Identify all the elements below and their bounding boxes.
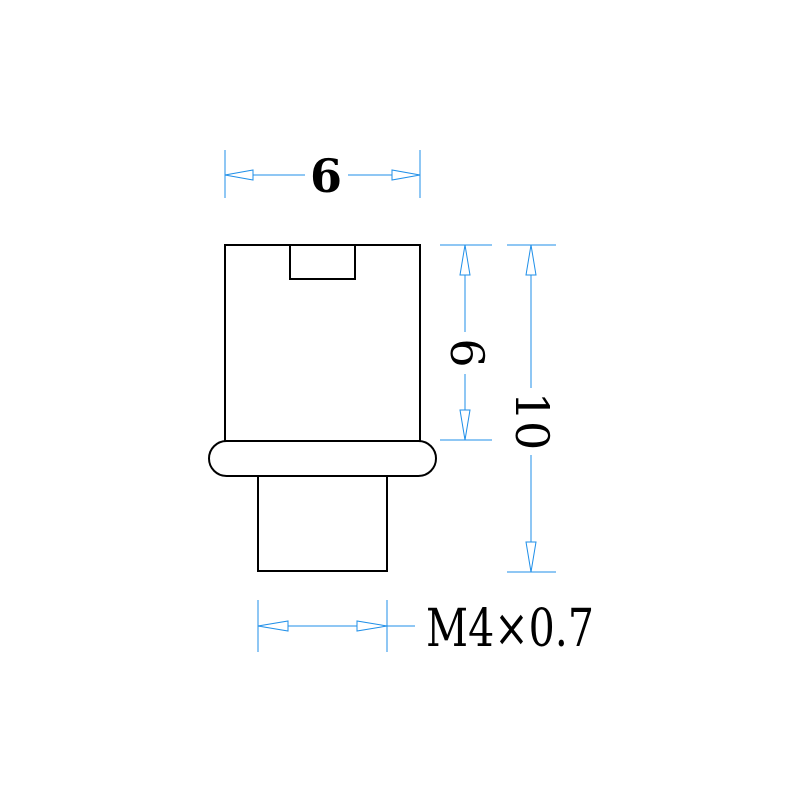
dimension-total-height: 10 xyxy=(505,244,559,573)
arrow-thread-right xyxy=(356,620,388,632)
dimension-label-total-height: 10 xyxy=(505,392,559,451)
arrow-down xyxy=(459,409,471,441)
dimension-head-width: 6 xyxy=(224,149,421,203)
arrow-left xyxy=(224,169,254,181)
flange xyxy=(208,440,437,477)
part-outline xyxy=(208,244,437,572)
arrow-right xyxy=(391,169,421,181)
arrow-thread-left xyxy=(257,620,289,632)
threaded-shank xyxy=(257,475,388,572)
dimension-label-upper-height: 6 xyxy=(440,338,494,367)
arrow-down-total xyxy=(525,541,537,573)
head-slot xyxy=(289,244,356,280)
dimension-upper-height: 6 xyxy=(440,244,494,441)
arrow-up xyxy=(459,244,471,276)
arrow-up-total xyxy=(525,244,537,276)
head-body xyxy=(224,244,421,442)
dimension-label-head-width: 6 xyxy=(310,149,342,203)
dimension-thread: M4×0.7 xyxy=(257,599,594,659)
dimension-label-thread: M4×0.7 xyxy=(426,599,594,659)
